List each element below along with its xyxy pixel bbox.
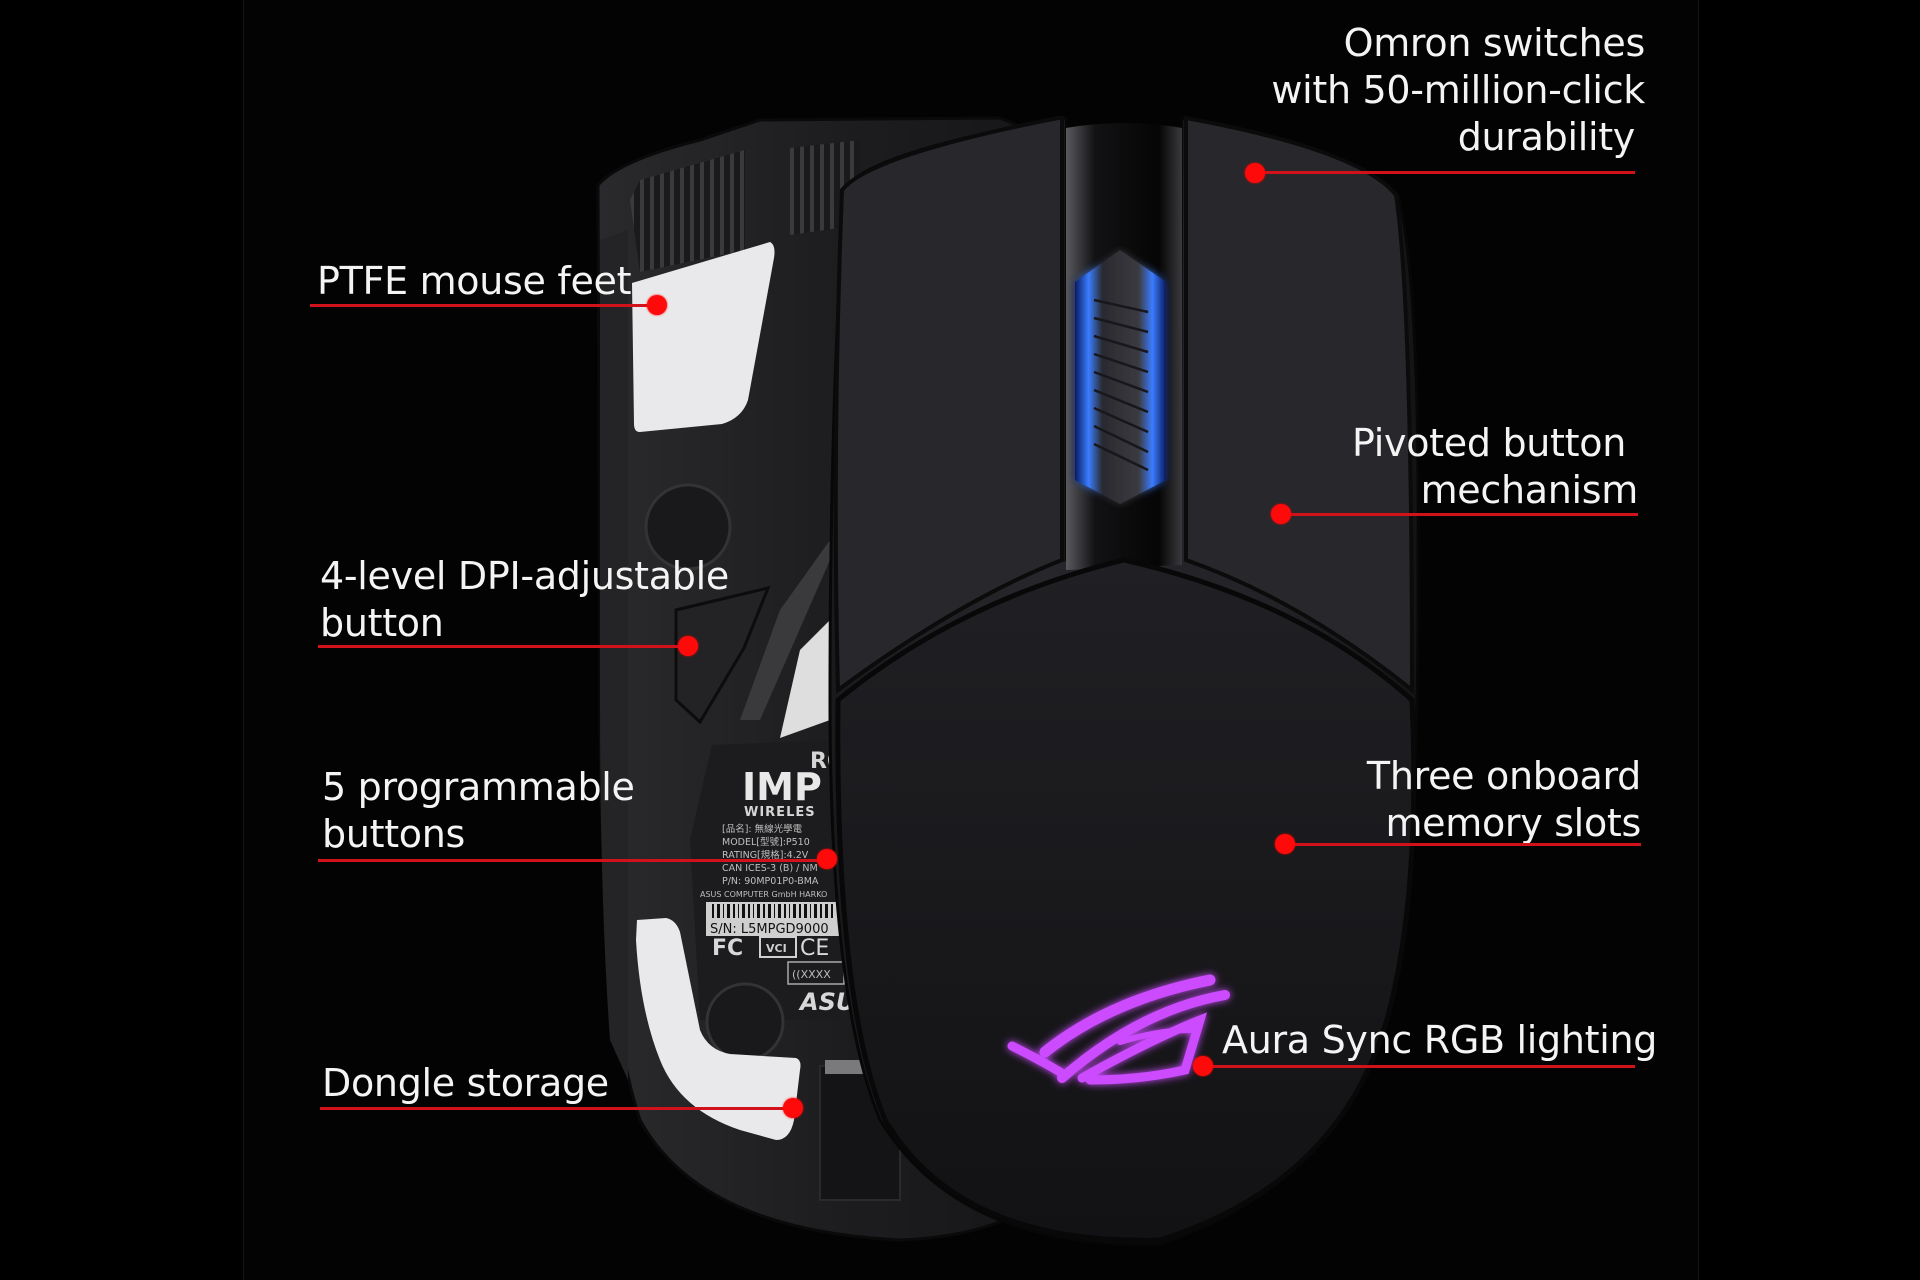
scroll-wheel-treads — [1093, 298, 1149, 472]
callout-text: buttons — [322, 812, 466, 856]
callout-leader-line — [310, 304, 658, 307]
callout-leader-line — [1286, 843, 1641, 846]
callout-leader-line — [1255, 171, 1635, 174]
callout-programmable-buttons: 5 programmable buttons — [322, 764, 635, 858]
callout-dot — [647, 295, 667, 315]
callout-dot — [1271, 504, 1291, 524]
label-model: IMP — [742, 765, 822, 809]
svg-text:MODEL[型號]:P510: MODEL[型號]:P510 — [722, 836, 810, 848]
callout-text: Aura Sync RGB lighting — [1222, 1018, 1658, 1062]
callout-ptfe-mouse-feet: PTFE mouse feet — [317, 258, 632, 305]
asus-logo: ASU — [798, 988, 855, 1016]
callout-dot — [783, 1098, 803, 1118]
svg-text:ASUS COMPUTER GmbH HARKO: ASUS COMPUTER GmbH HARKO — [700, 890, 827, 899]
mouse-top — [828, 115, 1420, 1246]
sensor-cover — [644, 483, 732, 571]
callout-leader-line — [318, 645, 688, 648]
callout-dot — [1193, 1056, 1213, 1076]
callout-text: Pivoted button — [1352, 421, 1626, 465]
callout-text: Three onboard — [1366, 754, 1641, 798]
callout-dot — [817, 849, 837, 869]
right-click-button[interactable] — [1184, 115, 1415, 695]
callout-text: PTFE mouse feet — [317, 259, 632, 303]
callout-text: with 50-million-click — [1271, 68, 1645, 112]
rog-logo — [1007, 974, 1230, 1085]
product-label-panel — [690, 740, 840, 1020]
callout-aura-sync: Aura Sync RGB lighting — [1222, 1017, 1657, 1064]
callout-text: Omron switches — [1343, 21, 1646, 65]
callout-leader-line — [1205, 1065, 1635, 1068]
callout-text: 5 programmable — [322, 765, 635, 809]
vci-mark: VCI — [766, 942, 787, 955]
palm-rest — [835, 557, 1417, 1243]
svg-text:CAN ICES-3 (B) / NM: CAN ICES-3 (B) / NM — [722, 863, 818, 874]
callout-leader-line — [1282, 513, 1638, 516]
callout-memory-slots: Three onboard memory slots — [1367, 753, 1641, 847]
callout-text: durability — [1457, 115, 1636, 159]
callout-text: Dongle storage — [322, 1061, 609, 1105]
serial-number: S/N: L5MPGD9000 — [710, 922, 829, 937]
scroll-wheel[interactable] — [1075, 250, 1166, 504]
ptfe-foot-bottom — [636, 918, 801, 1140]
left-click-button[interactable] — [833, 116, 1064, 694]
barcode-bars — [712, 904, 833, 918]
svg-text:P/N: 90MP01P0-BMA: P/N: 90MP01P0-BMA — [722, 876, 819, 887]
callout-text: mechanism — [1420, 468, 1639, 512]
ce-mark: CE — [800, 936, 829, 961]
callout-dpi-button: 4-level DPI-adjustable button — [320, 553, 729, 647]
callout-text: 4-level DPI-adjustable — [320, 554, 729, 598]
callout-text: memory slots — [1385, 801, 1641, 845]
callout-leader-line — [320, 1107, 796, 1110]
callout-pivoted-button: Pivoted button mechanism — [1352, 420, 1638, 514]
callout-leader-line — [318, 859, 828, 862]
right-frame-edge — [1698, 0, 1699, 1280]
svg-text:RATING[規格]:4.2V: RATING[規格]:4.2V — [722, 849, 809, 861]
callout-dot — [1275, 834, 1295, 854]
svg-text:[品名]: 無線光學電: [品名]: 無線光學電 — [722, 823, 803, 835]
ptfe-foot-top — [632, 242, 775, 432]
callout-omron-switches: Omron switches with 50-million-click dur… — [1271, 20, 1645, 161]
left-frame-edge — [243, 0, 244, 1280]
dpi-button — [674, 585, 771, 725]
wireless-code: ((XXXX — [792, 968, 831, 981]
fcc-mark: FC — [712, 936, 743, 961]
label-spec-rows: [品名]: 無線光學電 MODEL[型號]:P510 RATING[規格]:4.… — [700, 823, 827, 899]
callout-dongle-storage: Dongle storage — [322, 1060, 609, 1107]
callout-text: button — [320, 601, 444, 645]
vci-mark-box — [759, 936, 797, 958]
callout-dot — [678, 636, 698, 656]
callout-dot — [1245, 163, 1265, 183]
label-submodel: WIRELES — [744, 805, 816, 820]
